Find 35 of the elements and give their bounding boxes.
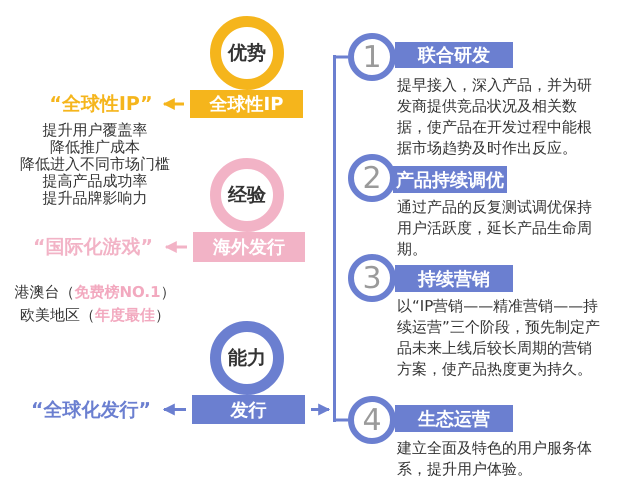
connector-line xyxy=(336,56,348,58)
number-circle: 4 xyxy=(348,396,396,444)
connector-line xyxy=(336,418,348,422)
note-text: 降低推广成本 xyxy=(49,139,141,156)
bracket-bar xyxy=(333,55,336,422)
description-text: 以“IP营销——精准营销——持续运营”三个阶段，预先制定产品未来上线后较长周期的营销方案，使产品热度更为持久。 xyxy=(397,296,601,380)
description-text: 通过产品的反复测试调优保持用户活跃度，延长产品生命周期。 xyxy=(397,197,593,260)
title-bar: 产品持续调优 xyxy=(393,166,507,193)
title-bar: 海外发行 xyxy=(193,232,305,262)
description-text: 提早接入，深入产品，并为研发商提供竞品状况及相关数据，使产品在开发过程中能根据市场趋势及时作出反应。 xyxy=(397,75,593,159)
ring-circle: 能力 xyxy=(210,321,284,395)
description-text: 建立全面及特色的用户服务体系，提升用户体验。 xyxy=(397,438,593,480)
title-bar: 全球性IP xyxy=(190,90,303,118)
arrow xyxy=(162,98,184,110)
note-text: 欧美地区（年度最佳） xyxy=(19,307,171,324)
note-text: 提高产品成功率 xyxy=(42,173,148,190)
ring-circle: 经验 xyxy=(210,158,284,232)
number-circle: 2 xyxy=(348,154,396,202)
quote-text: “全球性IP” xyxy=(40,90,162,118)
number-circle: 1 xyxy=(348,33,396,81)
note-text: 提升用户覆盖率 xyxy=(42,122,148,139)
arrow xyxy=(164,241,187,253)
title-bar: 生态运营 xyxy=(395,405,513,432)
arrow xyxy=(162,404,186,416)
title-bar: 联合研发 xyxy=(395,42,513,68)
note-text: 降低进入不同市场门槛 xyxy=(19,156,171,173)
title-bar: 持续营销 xyxy=(395,265,513,292)
number-circle: 3 xyxy=(348,254,396,302)
arrow xyxy=(311,404,330,416)
quote-text: “全球化发行” xyxy=(20,396,162,424)
quote-text: “国际化游戏” xyxy=(22,233,164,261)
note-text: 提升品牌影响力 xyxy=(42,190,148,207)
title-bar: 发行 xyxy=(192,395,305,424)
note-text: 港澳台（免费榜NO.1） xyxy=(13,284,177,301)
ring-circle: 优势 xyxy=(210,16,284,90)
